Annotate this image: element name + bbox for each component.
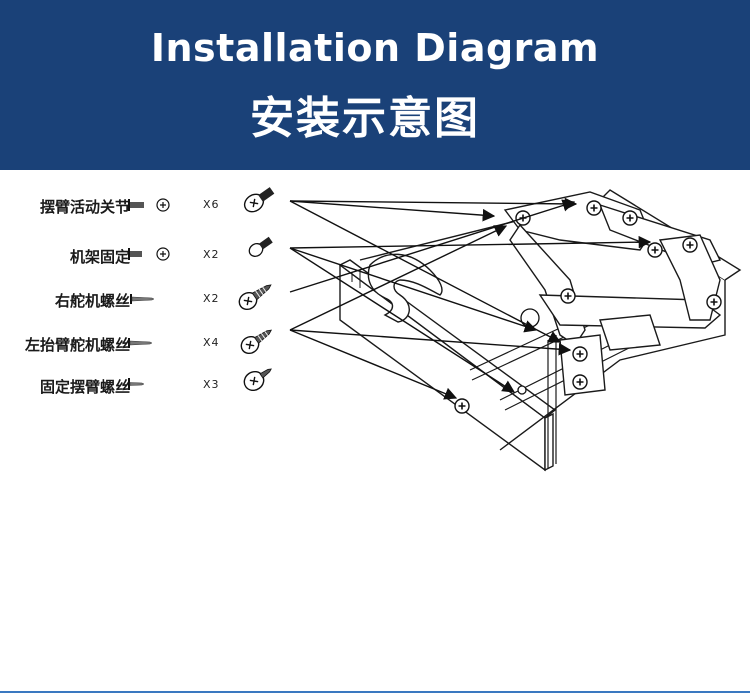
- screw-large-2-icon: [248, 236, 273, 257]
- part-label: 右舵机螺丝: [54, 292, 130, 310]
- part-row-frame-fix: 机架固定 X2: [0, 240, 300, 270]
- part-row-right-servo: 右舵机螺丝 X2: [0, 284, 300, 314]
- part-label: 机架固定: [69, 248, 130, 266]
- part-row-swing-joint: 摆臂活动关节 X6: [0, 190, 300, 220]
- screw-large-5-icon: [243, 368, 272, 392]
- side-screw-icon-3: [130, 294, 155, 304]
- part-quantity: X3: [203, 378, 220, 391]
- part-quantity: X2: [203, 248, 220, 261]
- part-quantity: X2: [203, 292, 220, 305]
- part-row-fix-arm: 固定摆臂螺丝 X3: [0, 370, 300, 400]
- part-label: 左抬臂舵机螺丝: [24, 336, 130, 354]
- robot-arms-lineart: [503, 191, 722, 396]
- title-english: Installation Diagram: [150, 26, 600, 70]
- pointer-arrows: [289, 197, 652, 400]
- part-quantity: X6: [203, 198, 220, 211]
- screw-large-1-icon: [243, 187, 275, 213]
- screw-large-4-icon: [240, 329, 273, 355]
- installation-diagram: 摆臂活动关节 X6 机架固定 X2 右舵机螺丝 X2 左抬臂舵机螺丝 X4 固定…: [0, 170, 750, 693]
- part-label: 摆臂活动关节: [39, 198, 130, 216]
- screw-large-3-icon: [238, 284, 272, 311]
- header-banner: Installation Diagram 安装示意图: [0, 0, 750, 170]
- title-chinese: 安装示意图: [250, 93, 480, 144]
- part-row-left-lift-servo: 左抬臂舵机螺丝 X4: [0, 328, 300, 358]
- part-label: 固定摆臂螺丝: [39, 378, 130, 396]
- side-screw-icon-2: [128, 247, 170, 261]
- side-screw-icon-1: [128, 198, 170, 212]
- side-screw-icon-4: [128, 338, 153, 348]
- side-screw-icon-5: [128, 378, 145, 390]
- part-quantity: X4: [203, 336, 220, 349]
- diagram-artwork: [128, 187, 742, 472]
